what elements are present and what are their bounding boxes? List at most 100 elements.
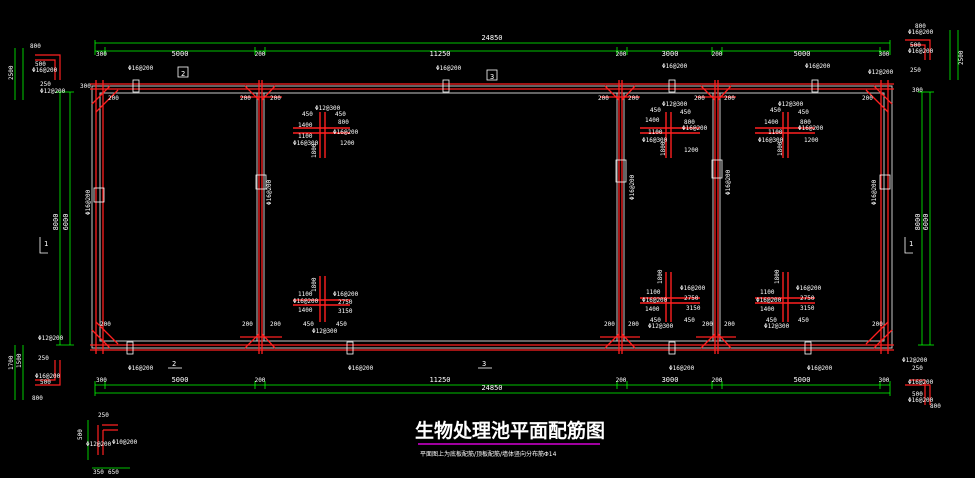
svg-text:450: 450 [680,109,691,116]
svg-text:Φ16@200: Φ16@200 [436,65,462,72]
svg-text:200: 200 [270,95,281,102]
svg-text:300: 300 [80,83,91,90]
svg-text:200: 200 [694,95,705,102]
svg-text:200: 200 [242,321,253,328]
svg-text:1400: 1400 [760,306,775,313]
svg-text:1500: 1500 [16,353,23,368]
svg-text:300: 300 [879,51,890,58]
svg-text:Φ16@200: Φ16@200 [908,48,934,55]
svg-text:2500: 2500 [8,65,15,80]
svg-text:Φ12@300: Φ12@300 [778,101,804,108]
svg-text:Φ16@200: Φ16@200 [266,179,273,205]
svg-text:1100: 1100 [298,291,313,298]
svg-text:6000: 6000 [62,214,70,231]
svg-text:1100: 1100 [768,129,783,136]
corner-block-rebars [35,39,931,455]
svg-text:450: 450 [302,111,313,118]
svg-text:5000: 5000 [172,376,189,384]
svg-text:3150: 3150 [338,308,353,315]
svg-text:800: 800 [684,119,695,126]
dimension-lines [14,30,959,469]
svg-text:Φ12@200: Φ12@200 [86,441,112,448]
svg-text:450: 450 [650,107,661,114]
svg-text:1200: 1200 [804,137,819,144]
svg-text:500: 500 [77,429,84,440]
svg-text:500: 500 [912,391,923,398]
svg-text:1700: 1700 [8,355,15,370]
svg-text:Φ16@200: Φ16@200 [871,179,878,205]
svg-text:Φ16@200: Φ16@200 [798,125,824,132]
svg-text:Φ16@300: Φ16@300 [758,137,784,144]
svg-text:Φ16@200: Φ16@200 [128,65,154,72]
svg-text:Φ16@200: Φ16@200 [293,298,319,305]
svg-text:Φ16@200: Φ16@200 [807,365,833,372]
right-height-dim: 8000 [914,214,922,231]
svg-text:250: 250 [38,355,49,362]
svg-text:2750: 2750 [800,295,815,302]
svg-text:200: 200 [712,377,723,384]
svg-text:1800: 1800 [311,143,318,158]
svg-text:450: 450 [650,317,661,324]
svg-text:6000: 6000 [922,214,930,231]
svg-text:450: 450 [684,317,695,324]
svg-text:Φ12@300: Φ12@300 [662,101,688,108]
svg-text:3150: 3150 [800,305,815,312]
svg-text:300: 300 [879,377,890,384]
svg-text:450: 450 [766,317,777,324]
svg-text:Φ12@300: Φ12@300 [648,323,674,330]
top-total-dim: 24850 [481,34,502,42]
svg-text:Φ16@200: Φ16@200 [669,365,695,372]
svg-text:Φ12@300: Φ12@300 [312,328,338,335]
svg-text:Φ16@200: Φ16@200 [629,174,636,200]
svg-text:1100: 1100 [648,129,663,136]
wall-openings [93,79,891,355]
svg-text:500: 500 [910,42,921,49]
dimension-text: 24850 24850 300 5000 200 11250 200 3000 … [8,23,965,476]
svg-text:300: 300 [96,377,107,384]
svg-text:450: 450 [336,321,347,328]
svg-text:200: 200 [724,321,735,328]
cluster-1-labels: Φ12@300 450 450 1400 800 1100 Φ16@200 Φ1… [293,105,359,158]
bottom-total-dim: 24850 [481,384,502,392]
svg-text:Φ10@200: Φ10@200 [112,439,138,446]
svg-text:200: 200 [255,51,266,58]
svg-text:350: 350 [93,469,104,476]
svg-text:200: 200 [628,321,639,328]
svg-text:11250: 11250 [429,50,450,58]
rebar-cluster-5 [755,112,815,158]
svg-text:Φ16@200: Φ16@200 [756,297,782,304]
rebar-cluster-1 [293,112,350,158]
svg-text:Φ16@200: Φ16@200 [348,365,374,372]
svg-text:Φ16@200: Φ16@200 [662,63,688,70]
svg-text:Φ16@200: Φ16@200 [682,125,708,132]
cluster-3-labels: Φ12@300 450 450 1400 800 1100 Φ16@200 Φ1… [642,101,708,156]
cluster-6-labels: 1800 Φ16@200 Φ16@200 2750 1400 3150 450 … [756,269,822,330]
svg-text:Φ16@200: Φ16@200 [35,373,61,380]
svg-text:Φ12@300: Φ12@300 [764,323,790,330]
svg-text:1100: 1100 [298,133,313,140]
svg-text:Φ16@200: Φ16@200 [908,29,934,36]
svg-text:Φ16@200: Φ16@200 [333,291,359,298]
svg-text:250: 250 [910,67,921,74]
svg-text:450: 450 [798,317,809,324]
svg-text:Φ12@200: Φ12@200 [40,88,66,95]
svg-text:450: 450 [335,111,346,118]
svg-text:Φ16@300: Φ16@300 [642,137,668,144]
svg-text:2500: 2500 [958,50,965,65]
svg-text:Φ12@200: Φ12@200 [38,335,64,342]
svg-text:2750: 2750 [338,299,353,306]
section-marks [39,66,913,369]
svg-text:Φ16@200: Φ16@200 [680,285,706,292]
svg-text:5000: 5000 [794,50,811,58]
svg-text:Φ16@200: Φ16@200 [642,297,668,304]
svg-text:3150: 3150 [686,305,701,312]
svg-text:200: 200 [628,95,639,102]
svg-text:2: 2 [181,70,185,78]
svg-text:5000: 5000 [172,50,189,58]
svg-text:1: 1 [44,240,48,248]
svg-text:1400: 1400 [764,119,779,126]
svg-text:2: 2 [172,360,176,368]
rebar-cluster-6 [755,272,815,322]
svg-text:200: 200 [255,377,266,384]
